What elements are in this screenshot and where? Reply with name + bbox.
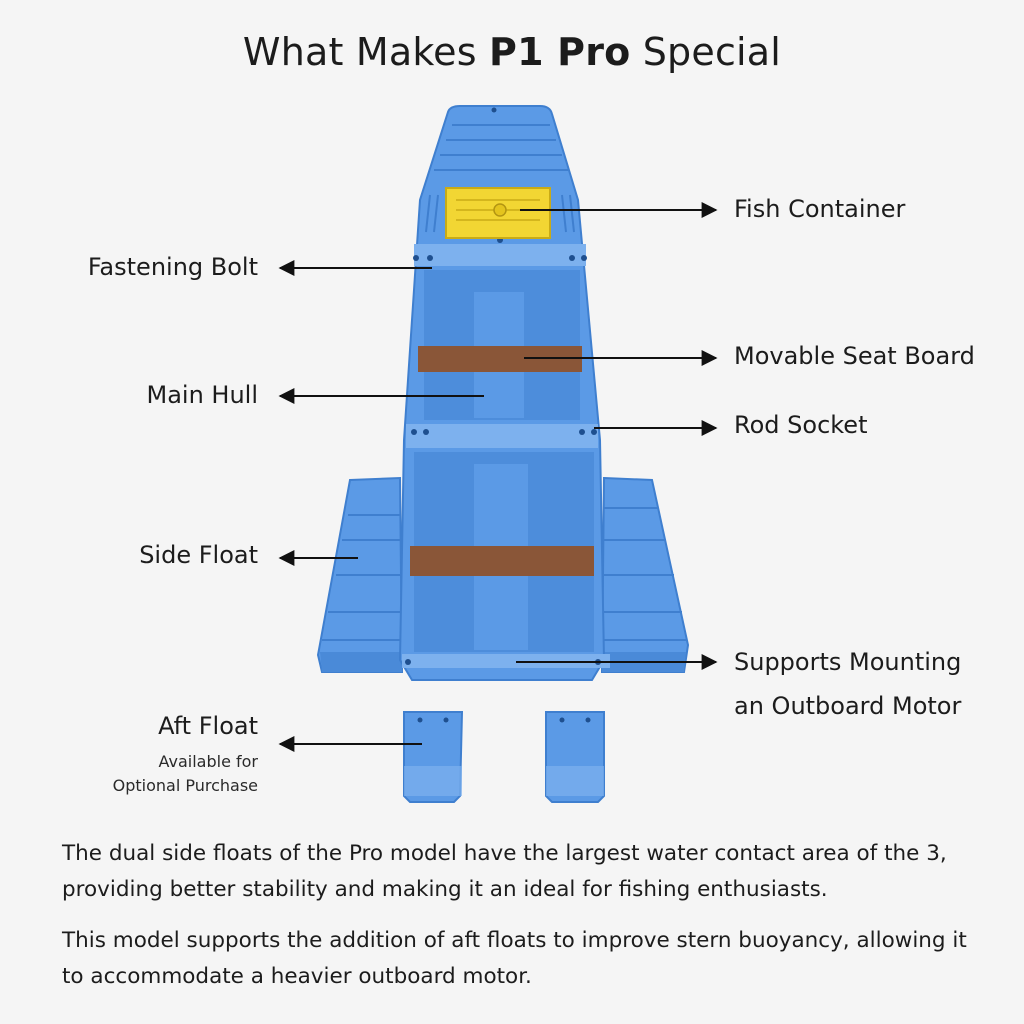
aft-note-line1: Available for	[158, 752, 258, 771]
main-hull	[398, 105, 610, 681]
title-suffix: Special	[630, 30, 782, 74]
page-title: What Makes P1 Pro Special	[0, 30, 1024, 74]
fish-container	[445, 187, 551, 239]
description-paragraph-2: This model supports the addition of aft …	[62, 928, 967, 989]
aft-float-note: Available for Optional Purchase	[113, 750, 258, 798]
label-main-hull: Main Hull	[146, 381, 258, 409]
label-movable-seat-board: Movable Seat Board	[734, 342, 975, 370]
label-supports-motor-line2: an Outboard Motor	[734, 692, 962, 720]
seat-board-rear	[410, 546, 594, 576]
description-paragraph-1: The dual side floats of the Pro model ha…	[62, 841, 947, 902]
aft-float-left	[403, 711, 464, 803]
label-supports-motor-line1: Supports Mounting	[734, 648, 962, 676]
label-fastening-bolt: Fastening Bolt	[87, 253, 258, 281]
side-float-right	[600, 476, 690, 673]
title-prefix: What Makes	[242, 30, 490, 74]
title-bold: P1 Pro	[489, 30, 631, 74]
label-fish-container: Fish Container	[734, 195, 906, 223]
label-aft-float: Aft Float	[158, 712, 258, 740]
side-float-left	[316, 476, 404, 673]
label-side-float: Side Float	[139, 541, 258, 569]
aft-float-right	[545, 711, 605, 803]
aft-note-line2: Optional Purchase	[112, 776, 258, 795]
label-rod-socket: Rod Socket	[734, 411, 868, 439]
